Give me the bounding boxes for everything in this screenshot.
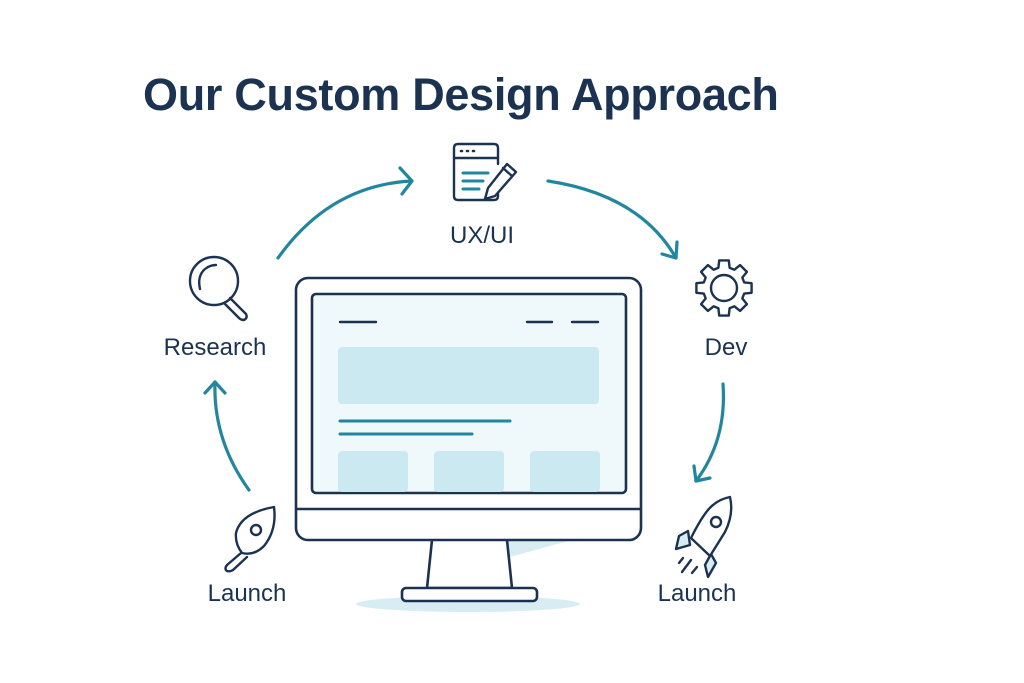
wireframe-hero-block: [338, 347, 599, 404]
monitor-stand-base: [400, 586, 539, 603]
page-title: Our Custom Design Approach: [143, 69, 779, 120]
rocket-outline-icon: [224, 505, 276, 573]
monitor-stand-neck: [425, 539, 514, 590]
wireframe-card: [434, 451, 504, 492]
wireframe-pencil-icon: [452, 142, 518, 202]
screen-wireframe: [338, 320, 600, 492]
magnifier-icon: [188, 255, 248, 322]
stage-label-launch-right: Launch: [657, 580, 737, 607]
arrow-dev-to-launch: [692, 382, 726, 483]
arrow-uxui-to-dev: [546, 179, 679, 260]
rocket-icon: [674, 495, 733, 579]
desktop-monitor-icon: [294, 276, 643, 612]
stage-label-launch-left: Launch: [207, 580, 287, 607]
gear-icon: [695, 259, 753, 317]
arrow-research-to-uxui: [276, 166, 414, 260]
wireframe-card: [338, 451, 408, 492]
stage-label-dev: Dev: [704, 334, 748, 361]
arrow-launch-to-research: [203, 380, 251, 492]
stage-label-research: Research: [163, 334, 267, 361]
stage-label-uxui: UX/UI: [449, 222, 515, 249]
wireframe-card: [530, 451, 600, 492]
